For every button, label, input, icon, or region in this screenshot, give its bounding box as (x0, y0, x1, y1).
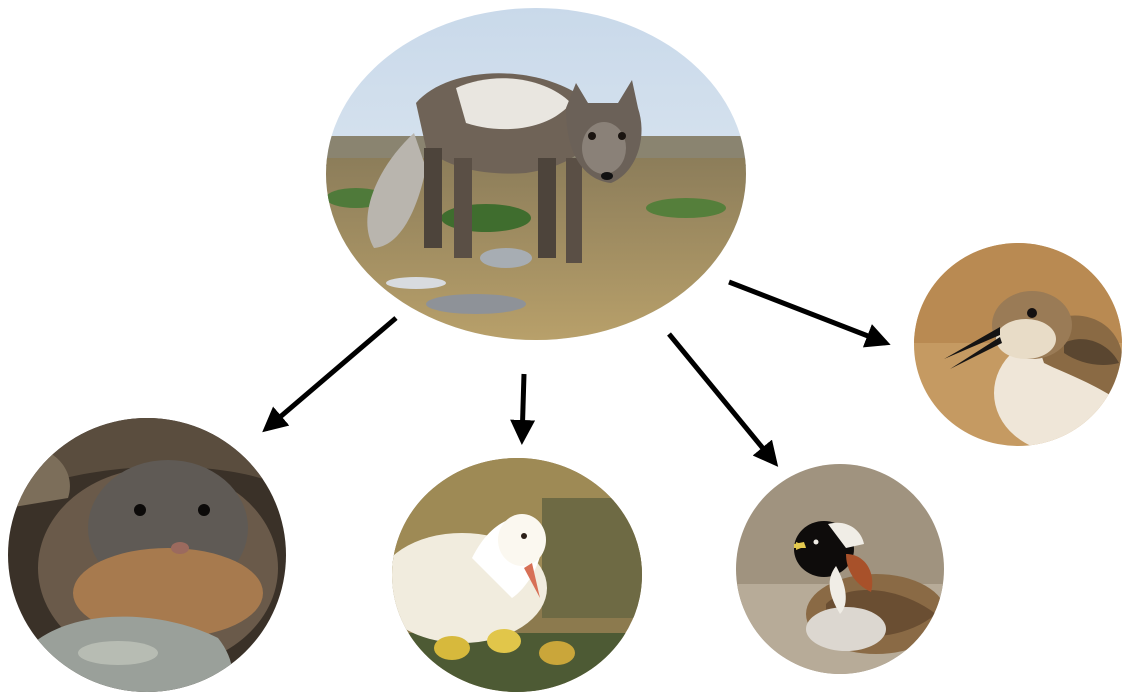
sandpiper-photo (914, 243, 1122, 446)
arrow-to-lemming (266, 318, 396, 429)
arrow-to-goose (522, 374, 524, 440)
snow-goose-photo (392, 458, 642, 692)
lapland-longspur-photo (736, 464, 944, 674)
lemming-photo (8, 418, 286, 692)
arrow-to-sandpiper (729, 282, 886, 343)
arrow-to-longspur (669, 334, 775, 463)
arctic-fox-photo (326, 8, 746, 340)
